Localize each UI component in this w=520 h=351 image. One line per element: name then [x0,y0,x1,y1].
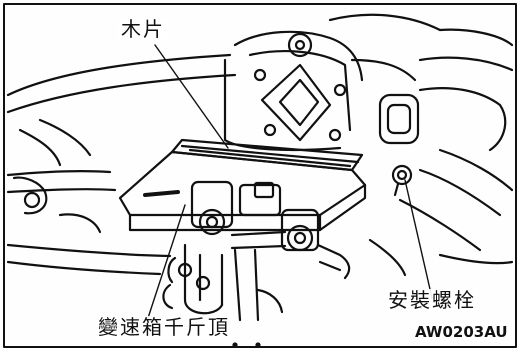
engine-side [368,28,514,277]
mounting-bolt-label: 安裝螺栓 [385,289,479,311]
leader-mounting-bolt [404,179,433,299]
transmission-jack-label: 變速箱千斤頂 [95,316,233,338]
jack-assembly [190,180,351,280]
mounting-bolt [391,164,413,197]
jack-saddle-plate [118,150,367,232]
leader-wood-block [154,44,229,149]
leader-transmission-jack [147,204,186,319]
transmission-housing [223,13,442,151]
figure-code: AW0203AU [412,322,511,342]
figure-border [3,3,517,348]
wood-block-label: 木片 [118,18,168,40]
vehicle-frame [6,53,237,276]
leader-lines [147,44,433,319]
jack-column [162,243,284,348]
